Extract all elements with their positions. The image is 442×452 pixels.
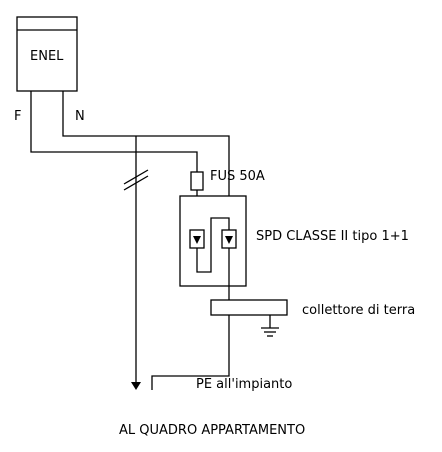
neutral-wire [62, 91, 230, 230]
phase-label: F [14, 109, 21, 124]
feeder-arrow-icon [131, 382, 141, 390]
spd-right-arrow-icon [225, 236, 233, 244]
earth-collector [210, 299, 288, 337]
pe-wire [151, 315, 230, 390]
pe-label: PE all'impianto [196, 377, 292, 392]
fuse-symbol [190, 171, 204, 191]
conductor-tick-1 [123, 169, 149, 185]
neutral-label: N [75, 109, 85, 124]
spd-internal-link [196, 217, 230, 273]
fuse-label: FUS 50A [210, 169, 265, 184]
spd-label: SPD CLASSE II tipo 1+1 [256, 229, 409, 244]
footer-label: AL QUADRO APPARTAMENTO [119, 423, 305, 438]
conductor-tick-2 [123, 175, 149, 191]
phase-wire [30, 91, 198, 172]
meter-box [16, 16, 78, 92]
spd-device [179, 195, 247, 300]
meter-label: ENEL [30, 49, 64, 64]
spd-left-arrow-icon [193, 236, 201, 244]
earth-bar-label: collettore di terra [302, 303, 415, 318]
enel-meter: ENEL [16, 16, 78, 92]
earth-bar [210, 299, 288, 316]
